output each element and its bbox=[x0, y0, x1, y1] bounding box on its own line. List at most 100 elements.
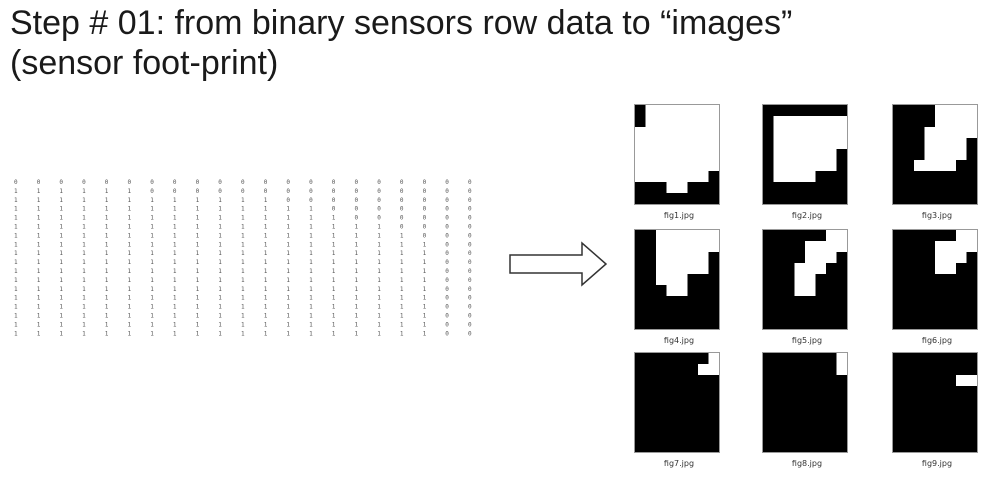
sensor-value: 1 bbox=[218, 224, 222, 231]
footprint-cell bbox=[893, 105, 904, 117]
footprint-cell bbox=[956, 307, 967, 319]
footprint-cell bbox=[784, 274, 795, 286]
sensor-value: 0 bbox=[445, 313, 449, 320]
sensor-value: 1 bbox=[173, 250, 177, 257]
sensor-value: 1 bbox=[128, 330, 132, 337]
sensor-value: 1 bbox=[128, 295, 132, 302]
sensor-value: 1 bbox=[218, 295, 222, 302]
footprint-cell bbox=[763, 171, 774, 183]
footprint-cell bbox=[966, 138, 978, 150]
footprint-cell bbox=[815, 116, 827, 128]
footprint-cell bbox=[784, 307, 795, 319]
footprint-cell bbox=[645, 116, 657, 128]
footprint-cell bbox=[815, 241, 827, 253]
sensor-value: 1 bbox=[105, 215, 109, 222]
footprint-cell bbox=[687, 263, 699, 275]
sensor-value: 1 bbox=[14, 295, 18, 302]
sensor-value: 1 bbox=[150, 197, 154, 204]
sensor-value: 1 bbox=[377, 259, 381, 266]
sensor-value: 1 bbox=[59, 224, 63, 231]
footprint-border bbox=[892, 104, 978, 205]
sensor-value: 1 bbox=[150, 286, 154, 293]
footprint-cell bbox=[966, 296, 978, 308]
sensor-value: 1 bbox=[332, 232, 336, 239]
footprint-cell bbox=[945, 375, 957, 387]
footprint-cell bbox=[656, 263, 667, 275]
footprint-cell bbox=[914, 430, 925, 442]
footprint-caption: fig2.jpg bbox=[791, 211, 823, 220]
footprint-cell bbox=[635, 353, 646, 365]
footprint-cell bbox=[687, 353, 699, 365]
sensor-value: 1 bbox=[150, 277, 154, 284]
sensor-value: 1 bbox=[14, 304, 18, 311]
sensor-value: 1 bbox=[241, 304, 245, 311]
footprint-cell bbox=[645, 127, 657, 139]
sensor-value: 0 bbox=[445, 224, 449, 231]
sensor-value: 1 bbox=[332, 321, 336, 328]
sensor-value: 0 bbox=[423, 215, 427, 222]
sensor-value: 1 bbox=[241, 232, 245, 239]
sensor-value: 1 bbox=[82, 330, 86, 337]
footprint-cell bbox=[956, 430, 967, 442]
footprint-cell bbox=[677, 193, 688, 205]
sensor-value: 1 bbox=[377, 304, 381, 311]
sensor-value: 0 bbox=[400, 197, 404, 204]
footprint-cell bbox=[893, 138, 904, 150]
footprint-cell bbox=[924, 138, 936, 150]
footprint-cell bbox=[836, 318, 848, 330]
footprint-cell bbox=[698, 285, 709, 297]
sensor-value: 0 bbox=[400, 215, 404, 222]
footprint-cell bbox=[945, 138, 957, 150]
footprint-cell bbox=[773, 274, 785, 286]
footprint-cell bbox=[826, 386, 837, 398]
footprint-cell bbox=[687, 430, 699, 442]
footprint-cell bbox=[656, 285, 667, 297]
sensor-value: 1 bbox=[82, 250, 86, 257]
footprint-cell bbox=[645, 318, 657, 330]
footprint-cell bbox=[935, 149, 946, 161]
sensor-value: 1 bbox=[59, 241, 63, 248]
footprint-cell bbox=[666, 149, 678, 161]
footprint-cell bbox=[656, 386, 667, 398]
footprint-cell bbox=[635, 116, 646, 128]
footprint-cell bbox=[893, 441, 904, 453]
footprint-cell bbox=[708, 353, 720, 365]
sensor-value: 1 bbox=[105, 286, 109, 293]
footprint-cell bbox=[698, 149, 709, 161]
footprint-cell bbox=[635, 274, 646, 286]
sensor-value: 1 bbox=[59, 330, 63, 337]
footprint-cell bbox=[935, 307, 946, 319]
footprint-cell bbox=[677, 171, 688, 183]
footprint-cell bbox=[945, 241, 957, 253]
sensor-value: 1 bbox=[218, 321, 222, 328]
footprint-cell bbox=[966, 353, 978, 365]
footprint-border bbox=[762, 104, 848, 205]
footprint-cell bbox=[677, 274, 688, 286]
footprint-cell bbox=[945, 285, 957, 297]
sensor-value: 1 bbox=[173, 215, 177, 222]
footprint-cell bbox=[815, 193, 827, 205]
footprint-cell bbox=[945, 252, 957, 264]
sensor-value: 1 bbox=[355, 259, 359, 266]
footprint-cell bbox=[773, 318, 785, 330]
footprint-cell bbox=[708, 441, 720, 453]
footprint-cell bbox=[836, 241, 848, 253]
footprint-cell bbox=[924, 274, 936, 286]
footprint-cell bbox=[763, 138, 774, 150]
sensor-value: 1 bbox=[400, 277, 404, 284]
footprint-cell bbox=[924, 353, 936, 365]
footprint-cell bbox=[956, 160, 967, 172]
sensor-value: 1 bbox=[355, 268, 359, 275]
footprint-cell bbox=[924, 230, 936, 242]
sensor-value: 1 bbox=[264, 277, 268, 284]
sensor-value: 1 bbox=[241, 215, 245, 222]
sensor-value: 1 bbox=[218, 232, 222, 239]
footprint-cell bbox=[805, 386, 816, 398]
footprint-image bbox=[634, 229, 720, 330]
sensor-value: 1 bbox=[355, 295, 359, 302]
footprint-cell bbox=[815, 375, 827, 387]
footprint-cell bbox=[666, 116, 678, 128]
footprint-cell bbox=[893, 364, 904, 376]
sensor-value: 1 bbox=[196, 206, 200, 213]
footprint-cell bbox=[826, 274, 837, 286]
